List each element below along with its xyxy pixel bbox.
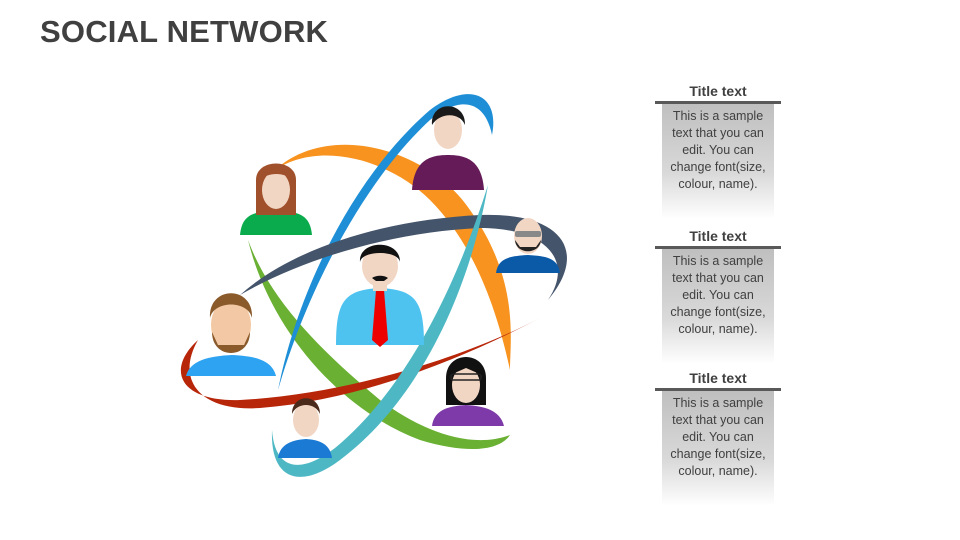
- card-title: Title text: [689, 228, 747, 244]
- card-body: This is a sample text that you can edit.…: [662, 391, 774, 506]
- card-body: This is a sample text that you can edit.…: [662, 249, 774, 364]
- card-title: Title text: [689, 370, 747, 386]
- orbit-orange: [275, 144, 511, 370]
- card-body: This is a sample text that you can edit.…: [662, 104, 774, 219]
- card-divider: [655, 388, 781, 391]
- person-woman-green: [240, 163, 312, 235]
- person-bald-man: [496, 218, 560, 273]
- card-divider: [655, 101, 781, 104]
- card-divider: [655, 246, 781, 249]
- person-woman-glasses: [432, 357, 504, 426]
- person-bearded-man: [186, 293, 276, 376]
- person-woman-blue: [278, 398, 332, 458]
- orbit-teal: [271, 185, 488, 477]
- orbit-red: [180, 318, 540, 409]
- slide-title: SOCIAL NETWORK: [40, 14, 329, 49]
- info-card-3: Title text This is a sample text that yo…: [655, 368, 781, 506]
- person-center-man: [336, 244, 424, 347]
- card-title: Title text: [689, 83, 747, 99]
- person-woman-purple: [412, 106, 484, 190]
- info-card-1: Title text This is a sample text that yo…: [655, 81, 781, 219]
- info-card-2: Title text This is a sample text that yo…: [655, 226, 781, 364]
